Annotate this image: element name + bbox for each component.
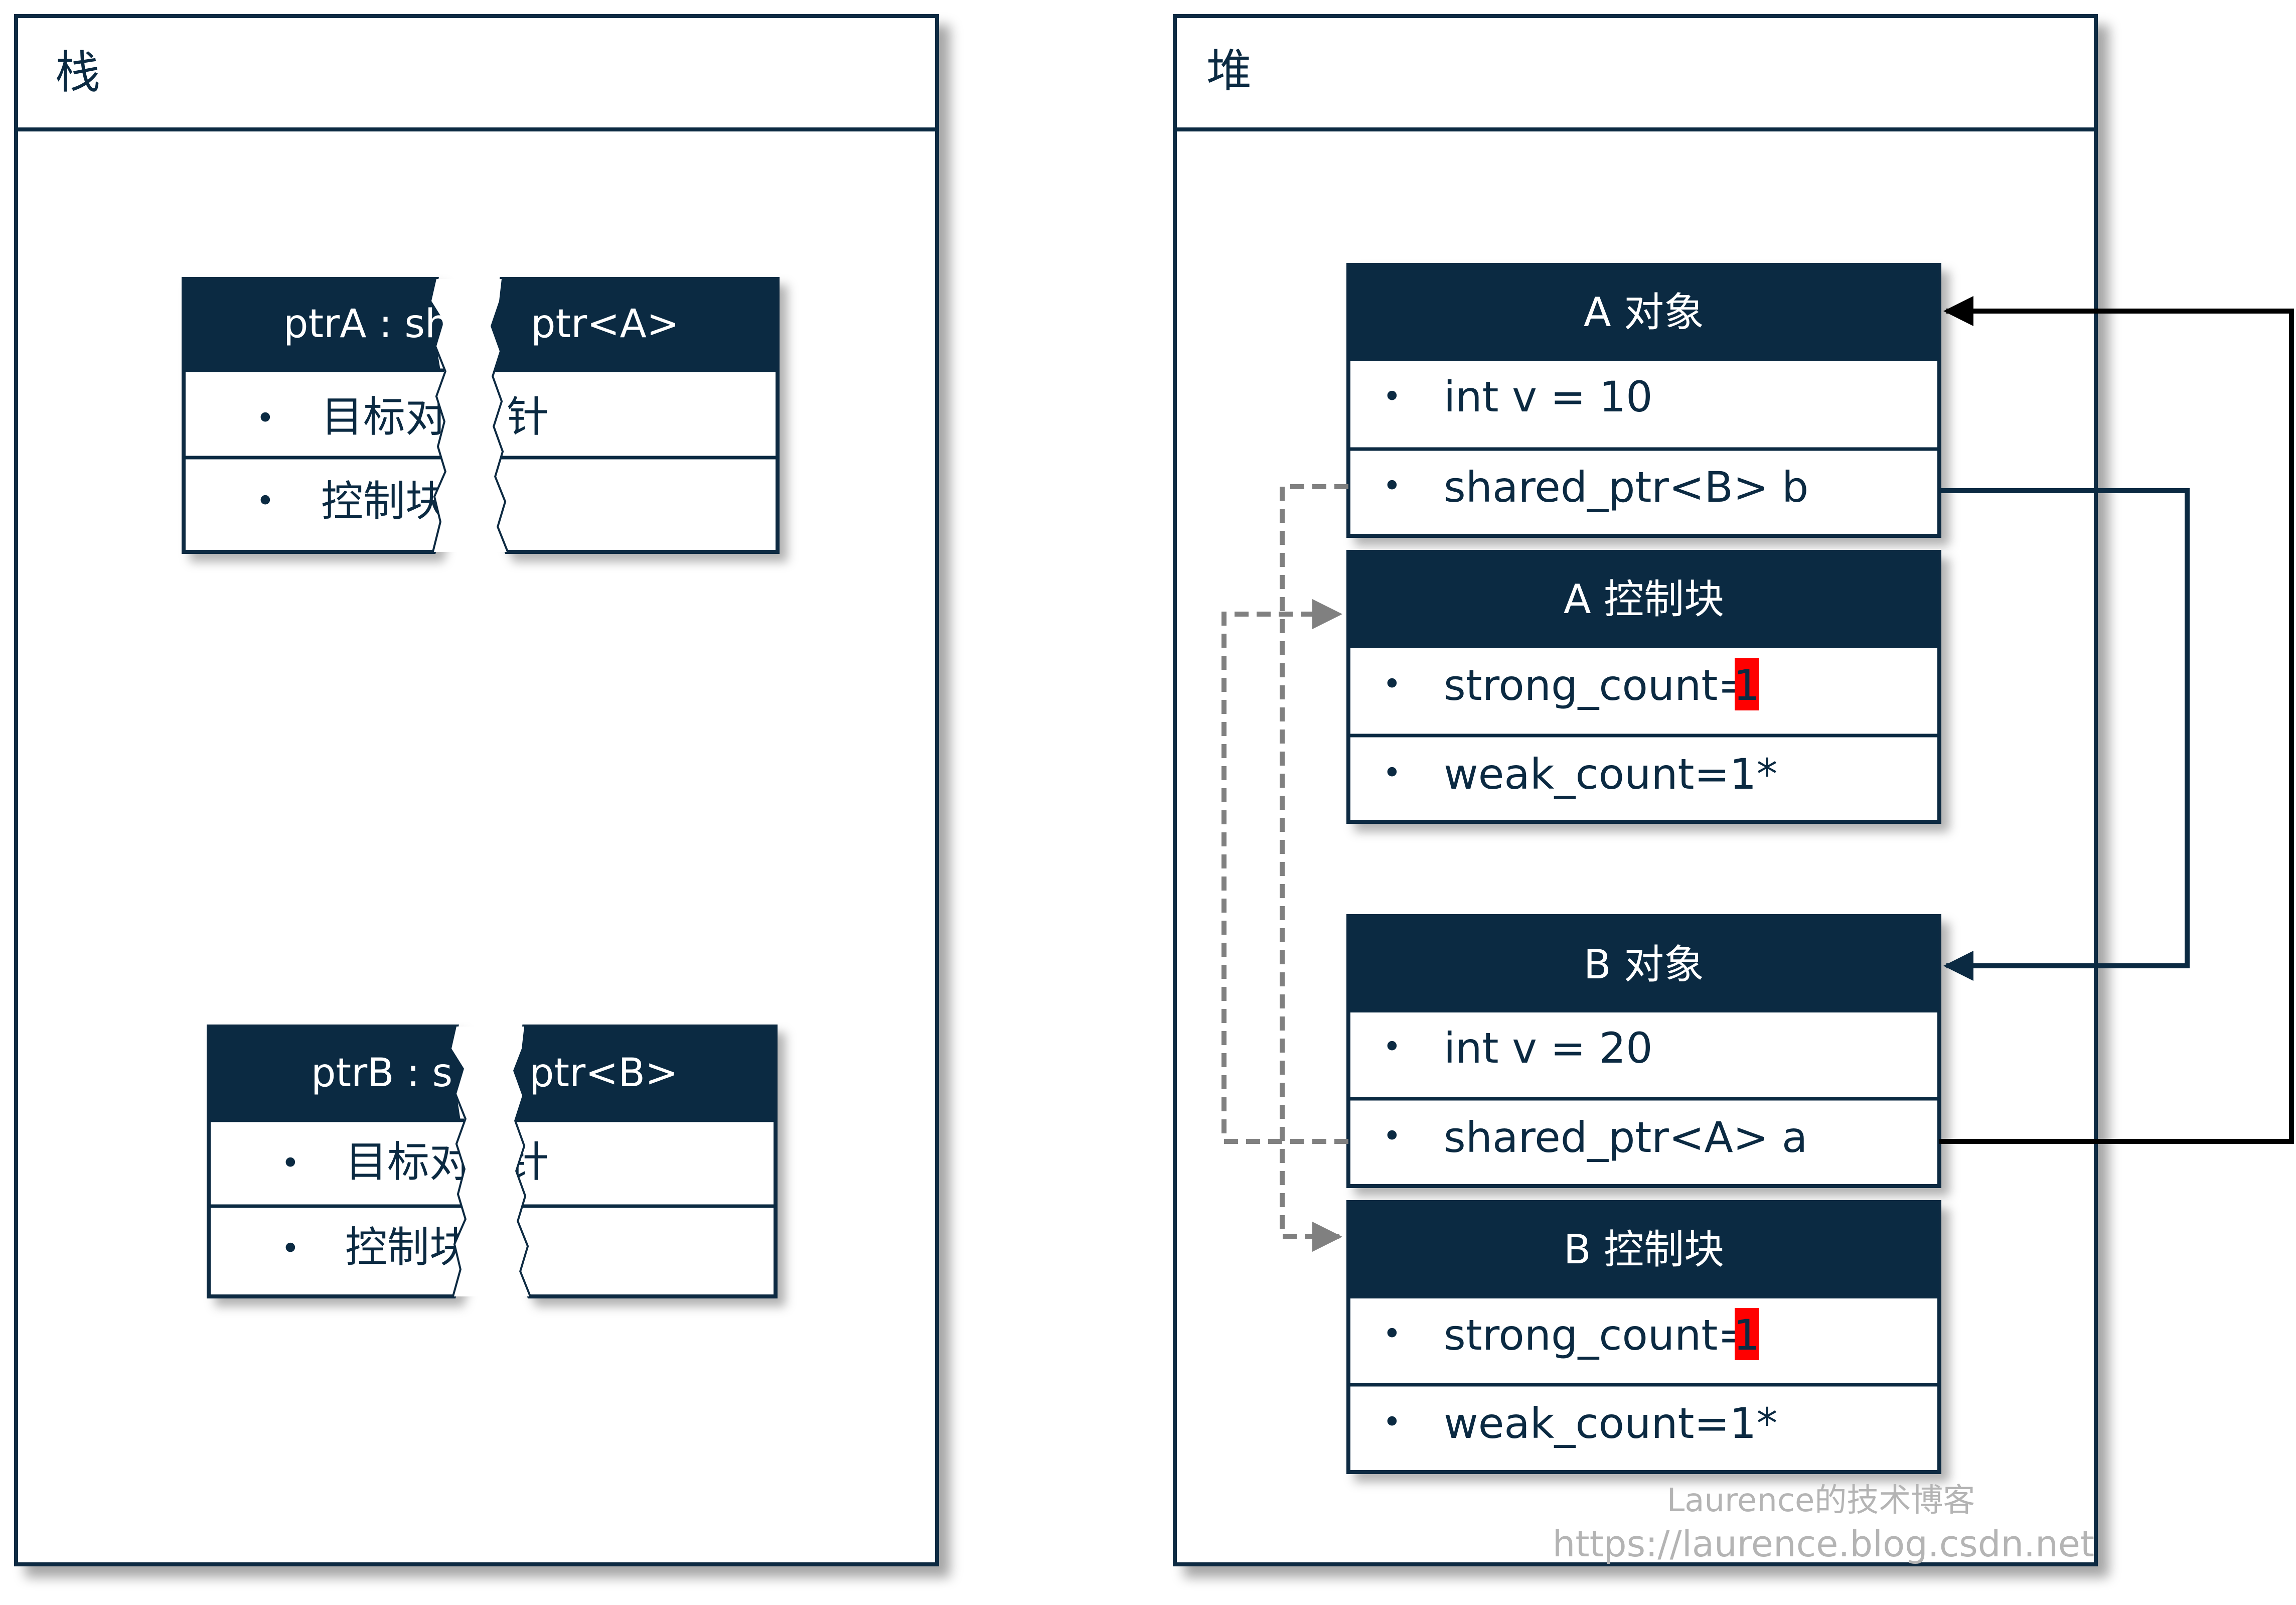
ptrB-header-right: ptr<B> <box>529 1051 678 1096</box>
a-control-strong-highlight <box>1735 658 1759 710</box>
b-object-field-2: shared_ptr<A> a <box>1444 1113 1807 1162</box>
b-control-title: B 控制块 <box>1564 1226 1724 1273</box>
ptrA-header-right: ptr<A> <box>531 302 679 347</box>
b-control-block: B 控制块 • strong_count= 1 • weak_count=1* <box>1346 1200 1941 1474</box>
a-control-title: A 控制块 <box>1564 576 1724 623</box>
a-object-bullet-2: • <box>1383 468 1402 505</box>
ptrA-box: ptrA : sh ptr<A> • 目标对 针 • 控制块 <box>182 277 780 554</box>
stack-panel: 栈 <box>14 14 939 1566</box>
a-object-bullet-1: • <box>1383 378 1402 415</box>
b-control-bullet-2: • <box>1383 1404 1402 1441</box>
b-object-bullet-2: • <box>1383 1118 1402 1155</box>
ptrB-header-left: ptrB : s <box>311 1051 452 1096</box>
b-object-box: B 对象 • int v = 20 • shared_ptr<A> a <box>1346 914 1941 1188</box>
ptrA-header-left: ptrA : sh <box>283 302 449 347</box>
ptrB-row2-left: 控制块 <box>345 1223 472 1272</box>
b-object-bullet-1: • <box>1383 1029 1402 1066</box>
a-object-field-1: int v = 10 <box>1444 372 1653 421</box>
a-object-box: A 对象 • int v = 10 • shared_ptr<B> b <box>1346 263 1941 538</box>
a-control-weak: weak_count=1* <box>1444 750 1777 799</box>
ptrA-row1-bullet: • <box>256 400 275 437</box>
ptrA-row2-left: 控制块 <box>321 477 447 526</box>
a-control-bullet-2: • <box>1383 755 1402 792</box>
a-object-title: A 对象 <box>1584 289 1704 336</box>
a-control-strong-label: strong_count= <box>1444 661 1753 710</box>
a-control-block: A 控制块 • strong_count= 1 • weak_count=1* <box>1346 550 1941 824</box>
watermark-line-2: https://laurence.blog.csdn.net <box>1553 1523 2094 1565</box>
b-control-strong-value: 1 <box>1733 1310 1760 1360</box>
stack-title: 栈 <box>55 46 100 99</box>
arrow-a-b-to-b-control <box>1280 484 1348 1252</box>
a-control-strong-value: 1 <box>1733 661 1760 710</box>
ptrA-row1-left: 目标对 <box>321 392 447 442</box>
ptrB-row1-left: 目标对 <box>345 1137 472 1187</box>
b-control-strong-label: strong_count= <box>1444 1310 1753 1360</box>
a-object-field-2: shared_ptr<B> b <box>1444 463 1808 512</box>
heap-title: 堆 <box>1206 45 1252 97</box>
ptrB-box: ptrB : s ptr<B> • 目标对 针 • 控制块 <box>207 1025 778 1298</box>
ptrB-row1-bullet: • <box>281 1145 300 1182</box>
ptrA-row2-bullet: • <box>256 483 275 520</box>
b-object-field-1: int v = 20 <box>1444 1024 1653 1073</box>
ptrA-row1-right: 针 <box>507 392 549 442</box>
arrow-b-a-to-a-object <box>1939 296 2294 1144</box>
a-control-bullet-1: • <box>1383 666 1402 703</box>
b-control-strong-highlight <box>1735 1308 1759 1360</box>
ptrB-row2-bullet: • <box>281 1230 300 1267</box>
b-control-bullet-1: • <box>1383 1316 1402 1353</box>
b-control-weak: weak_count=1* <box>1444 1399 1777 1448</box>
b-object-title: B 对象 <box>1584 941 1704 988</box>
watermark-line-1: Laurence的技术博客 <box>1667 1482 1975 1519</box>
arrow-b-a-to-a-control <box>1221 599 1348 1144</box>
arrow-a-b-to-b-object <box>1939 488 2190 981</box>
